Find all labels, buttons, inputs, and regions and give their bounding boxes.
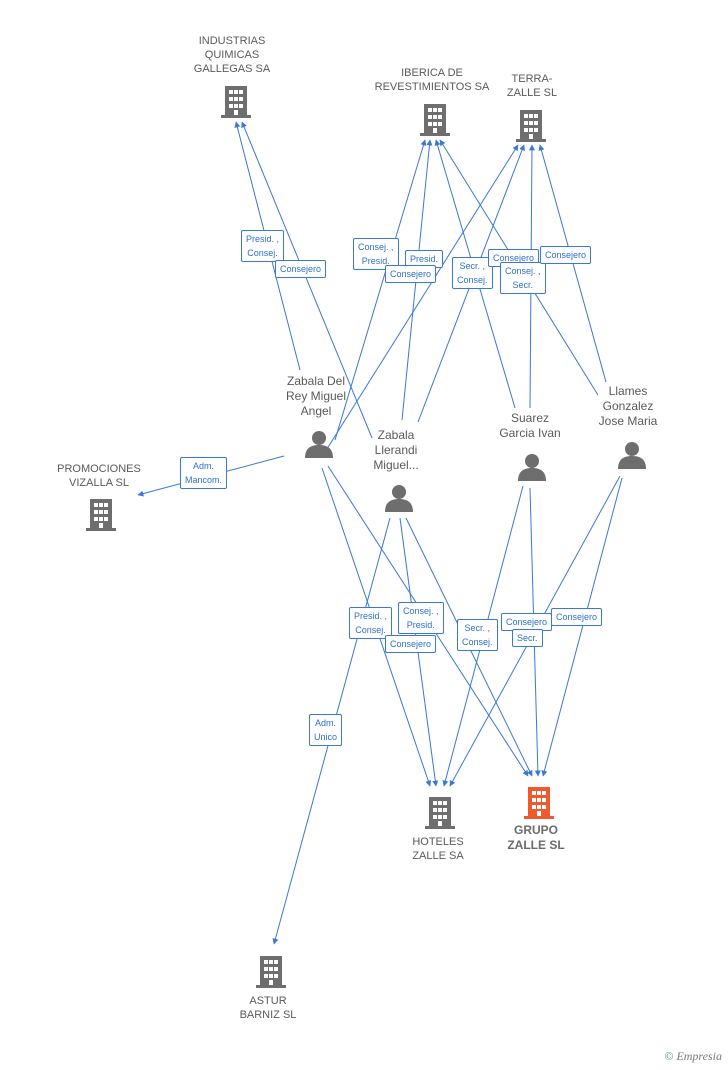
promociones-label[interactable]: PROMOCIONES VIZALLA SL [50, 462, 148, 490]
grupo-building-icon[interactable] [524, 787, 554, 819]
zabala-del-rey-label-line: Rey Miguel [285, 389, 347, 403]
grupo-label-line: GRUPO [513, 823, 558, 837]
terra-label-line: TERRA- [511, 73, 553, 85]
iberica-building-icon[interactable] [420, 104, 450, 136]
zabala-del-rey-label-line: Angel [300, 404, 332, 418]
edge-label-line: Consej. [462, 637, 493, 647]
suarez-person-icon[interactable] [518, 454, 546, 481]
suarez-label[interactable]: Suarez Garcia Ivan [490, 411, 570, 441]
edge [541, 477, 623, 777]
edge-label-line: Consej. [457, 275, 488, 285]
edge-label-line: Adm. [315, 718, 337, 728]
promociones-label-line: PROMOCIONES [57, 463, 141, 475]
promociones-building-icon[interactable] [86, 499, 116, 531]
edge-label-line: Presid. , [246, 234, 280, 244]
edge-label-presid-consej[interactable]: Presid. , Consej. [349, 607, 393, 639]
hoteles-label-line: ZALLE SA [412, 850, 464, 862]
terra-label-line: ZALLE SL [506, 87, 558, 99]
edge-label-secr-consej[interactable]: Secr. , Consej. [452, 257, 493, 289]
edge-label-line: Presid. [406, 620, 435, 630]
edge-label-line: Mancom. [185, 475, 223, 485]
astur-label-line: ASTUR [249, 995, 287, 1007]
industrias-label-line: INDUSTRIAS [198, 35, 266, 47]
astur-label[interactable]: ASTUR BARNIZ SL [228, 994, 308, 1022]
edge-label-line: Secr. [517, 633, 538, 643]
edge-label-line: Secr. [512, 280, 534, 290]
llames-label-line: Jose Maria [598, 414, 658, 428]
hoteles-label[interactable]: HOTELES ZALLE SA [396, 835, 480, 863]
iberica-label[interactable]: IBERICA DE REVESTIMIENTOS SA [370, 66, 494, 94]
edge [324, 144, 519, 453]
edge-label-line: Secr. , [464, 623, 491, 633]
hoteles-label-line: HOTELES [412, 836, 464, 848]
edge-label-line: Consejero [545, 250, 587, 260]
edge-label-consejero[interactable]: Consejero [385, 265, 437, 283]
zabala-llerandi-label-line: Zabala [377, 428, 415, 442]
edge-label-line: Consej. , [358, 242, 394, 252]
edge-label-consej-presid[interactable]: Consej. , Presid. [398, 602, 444, 634]
zabala-del-rey-label-line: Zabala Del [286, 374, 346, 388]
llames-label[interactable]: Llames Gonzalez Jose Maria [588, 384, 668, 429]
zabala-llerandi-person-icon[interactable] [385, 485, 413, 512]
brand-logo: © Empresia [664, 1049, 722, 1064]
llames-label-line: Llames [608, 384, 648, 398]
zabala-del-rey-label[interactable]: Zabala Del Rey Miguel Angel [270, 374, 362, 419]
edge-label-adm-unico[interactable]: Adm. Unico [309, 714, 343, 746]
hoteles-building-icon[interactable] [425, 797, 455, 829]
edge-label-line: Consejero [556, 612, 598, 622]
edge-label-line: Consejero [390, 269, 432, 279]
edge-label-consejero[interactable]: Consejero [275, 260, 327, 278]
edge [241, 121, 373, 439]
grupo-label-line: ZALLE SL [507, 838, 565, 852]
edge-label-line: Secr. , [459, 261, 486, 271]
edge-label-line: Presid. [410, 254, 439, 264]
iberica-label-line: REVESTIMIENTOS SA [374, 81, 490, 93]
edge-label-presid-consej[interactable]: Presid. , Consej. [241, 230, 285, 262]
industrias-label-line: GALLEGAS SA [193, 63, 271, 75]
terra-label[interactable]: TERRA- ZALLE SL [497, 72, 567, 100]
edge-label-secr-consej[interactable]: Secr. , Consej. [457, 619, 498, 651]
industrias-label[interactable]: INDUSTRIAS QUIMICAS GALLEGAS SA [182, 34, 282, 76]
edge-label-line: Presid. [361, 256, 390, 266]
edge-label-line: Consejero [506, 617, 548, 627]
brand-name: Empresia [676, 1049, 722, 1063]
edge-label-line: Adm. [193, 461, 215, 471]
edge-label-line: Consej. [355, 625, 386, 635]
terra-building-icon[interactable] [516, 110, 546, 142]
edge-label-consej-secr[interactable]: Consej. , Secr. [500, 262, 546, 294]
edge-label-line: Consejero [390, 639, 432, 649]
zabala-del-rey-person-icon[interactable] [305, 431, 333, 458]
suarez-label-line: Suarez [510, 411, 550, 425]
iberica-label-line: IBERICA DE [401, 67, 463, 79]
edge-label-consejero[interactable]: Consejero [540, 246, 592, 264]
edge-label-secr[interactable]: Secr. [512, 629, 543, 647]
astur-label-line: BARNIZ SL [239, 1009, 297, 1021]
edge-label-line: Consejero [280, 264, 322, 274]
zabala-llerandi-label[interactable]: Zabala Llerandi Miguel... [356, 428, 436, 473]
astur-building-icon[interactable] [256, 956, 286, 988]
llames-label-line: Gonzalez [602, 399, 654, 413]
suarez-label-line: Garcia Ivan [499, 426, 561, 440]
industrias-building-icon[interactable] [221, 86, 251, 118]
zabala-llerandi-label-line: Miguel... [373, 458, 419, 472]
edge-label-consejero[interactable]: Consejero [385, 635, 437, 653]
industrias-label-line: QUIMICAS [204, 49, 260, 61]
edge-label-line: Presid. , [354, 611, 388, 621]
edge-label-line: Consej. , [403, 606, 439, 616]
edge-label-line: Consej. [247, 248, 278, 258]
edge-label-line: Consej. , [505, 266, 541, 276]
edge-label-line: Unico [314, 732, 338, 742]
copyright-icon: © [664, 1049, 674, 1063]
grupo-label[interactable]: GRUPO ZALLE SL [496, 823, 576, 853]
zabala-llerandi-label-line: Llerandi [374, 443, 418, 457]
llames-person-icon[interactable] [618, 442, 646, 469]
edge-label-adm-mancom[interactable]: Adm. Mancom. [180, 457, 228, 489]
edge-label-consej-presid[interactable]: Consej. , Presid. [353, 238, 399, 270]
promociones-label-line: VIZALLA SL [69, 477, 129, 489]
edge-label-line: Consejero [493, 253, 535, 263]
edge [334, 139, 427, 441]
edge-label-consejero[interactable]: Consejero [551, 608, 603, 626]
